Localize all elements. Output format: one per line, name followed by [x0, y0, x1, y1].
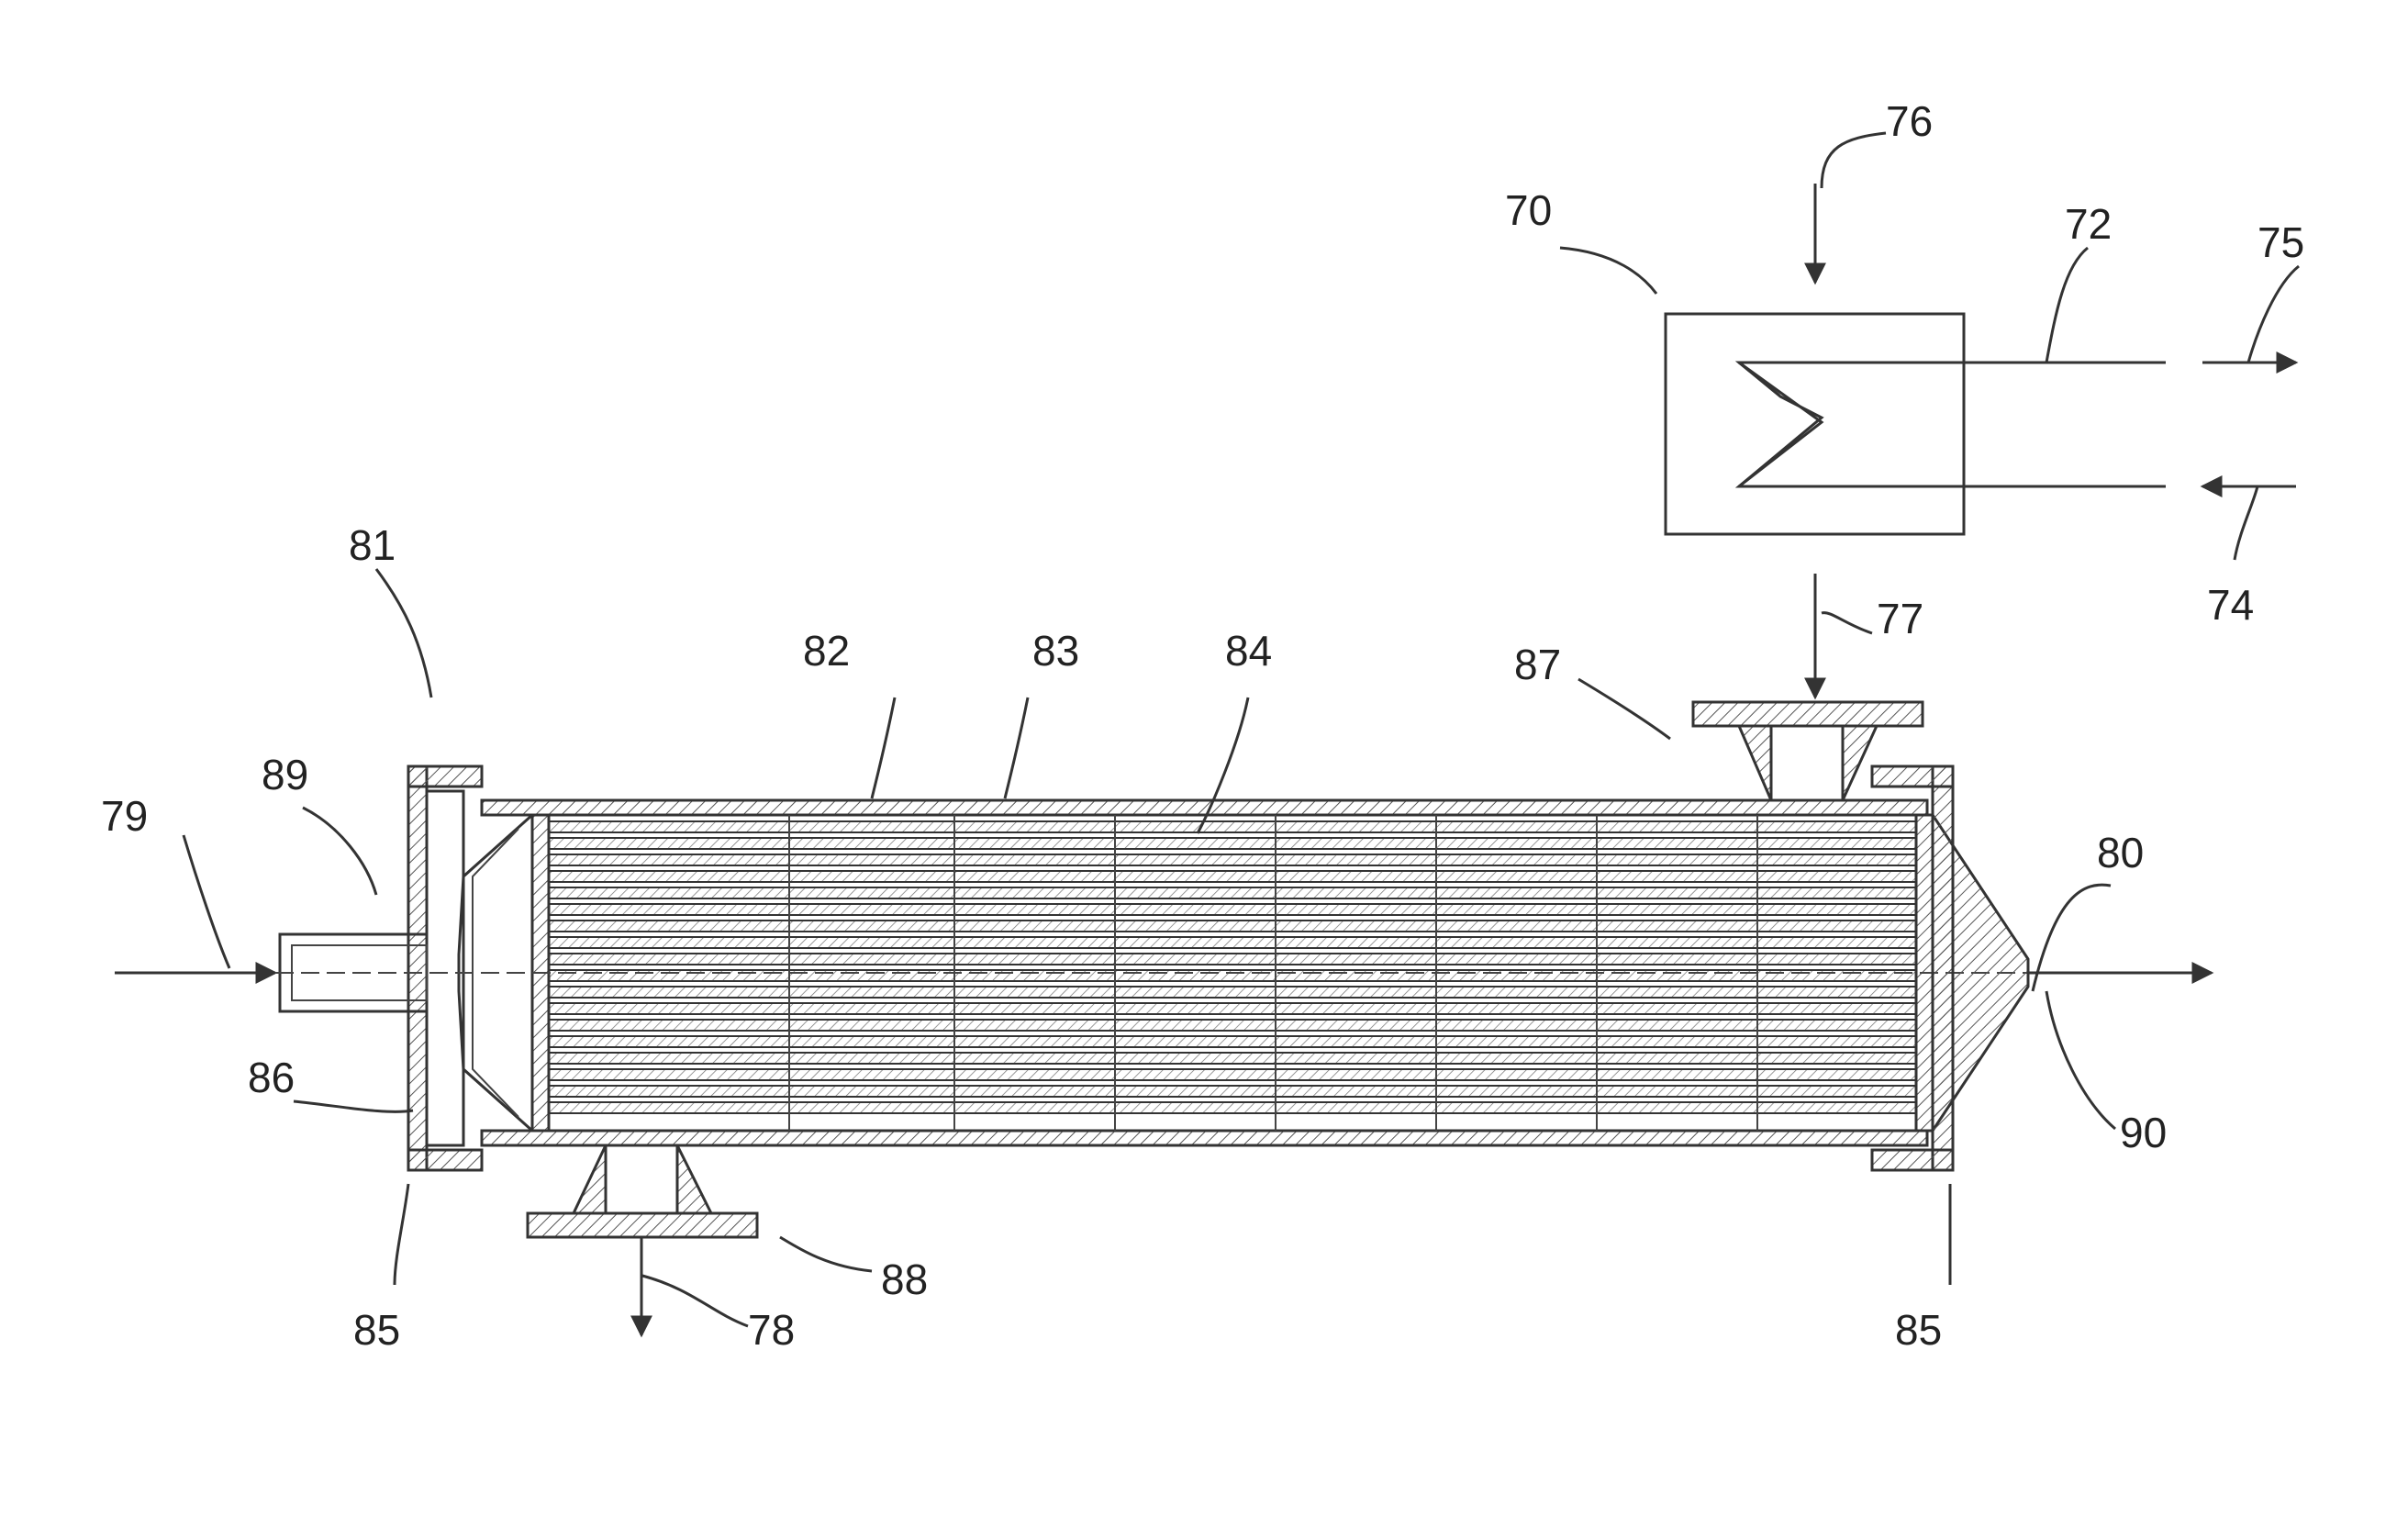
heat-exchanger [115, 702, 2212, 1335]
label-85-right: 85 [1895, 1306, 1942, 1354]
label-78: 78 [748, 1306, 795, 1354]
label-89: 89 [262, 751, 308, 798]
label-72: 72 [2065, 200, 2112, 248]
label-76: 76 [1886, 97, 1933, 145]
label-77: 77 [1877, 595, 1923, 642]
left-flange-top-bolt [408, 766, 482, 787]
condenser-unit [1666, 184, 2296, 697]
label-80: 80 [2097, 829, 2144, 876]
condenser-coil-symbol [1739, 363, 1927, 486]
left-flange-bottom-bolt [408, 1150, 482, 1170]
label-74: 74 [2207, 581, 2254, 629]
leaders [184, 133, 2299, 1326]
shell-bottom-wall [482, 1131, 1927, 1145]
label-85-left: 85 [353, 1306, 400, 1354]
label-88: 88 [881, 1255, 928, 1303]
label-90: 90 [2120, 1109, 2167, 1156]
label-79: 79 [101, 792, 148, 840]
label-81: 81 [349, 521, 396, 569]
label-87: 87 [1514, 641, 1561, 688]
right-flange-outer [1933, 766, 1953, 1170]
label-75: 75 [2258, 218, 2304, 266]
shell-top-wall [482, 800, 1927, 815]
label-84: 84 [1225, 627, 1272, 675]
label-83: 83 [1032, 627, 1079, 675]
label-86: 86 [248, 1054, 295, 1101]
right-flange-top-bolt [1872, 766, 1953, 787]
bottom-nozzle [528, 1145, 757, 1335]
condenser-coil-zigzag [1739, 363, 1822, 486]
label-82: 82 [803, 627, 850, 675]
right-flange-bottom-bolt [1872, 1150, 1953, 1170]
label-70: 70 [1505, 186, 1552, 234]
